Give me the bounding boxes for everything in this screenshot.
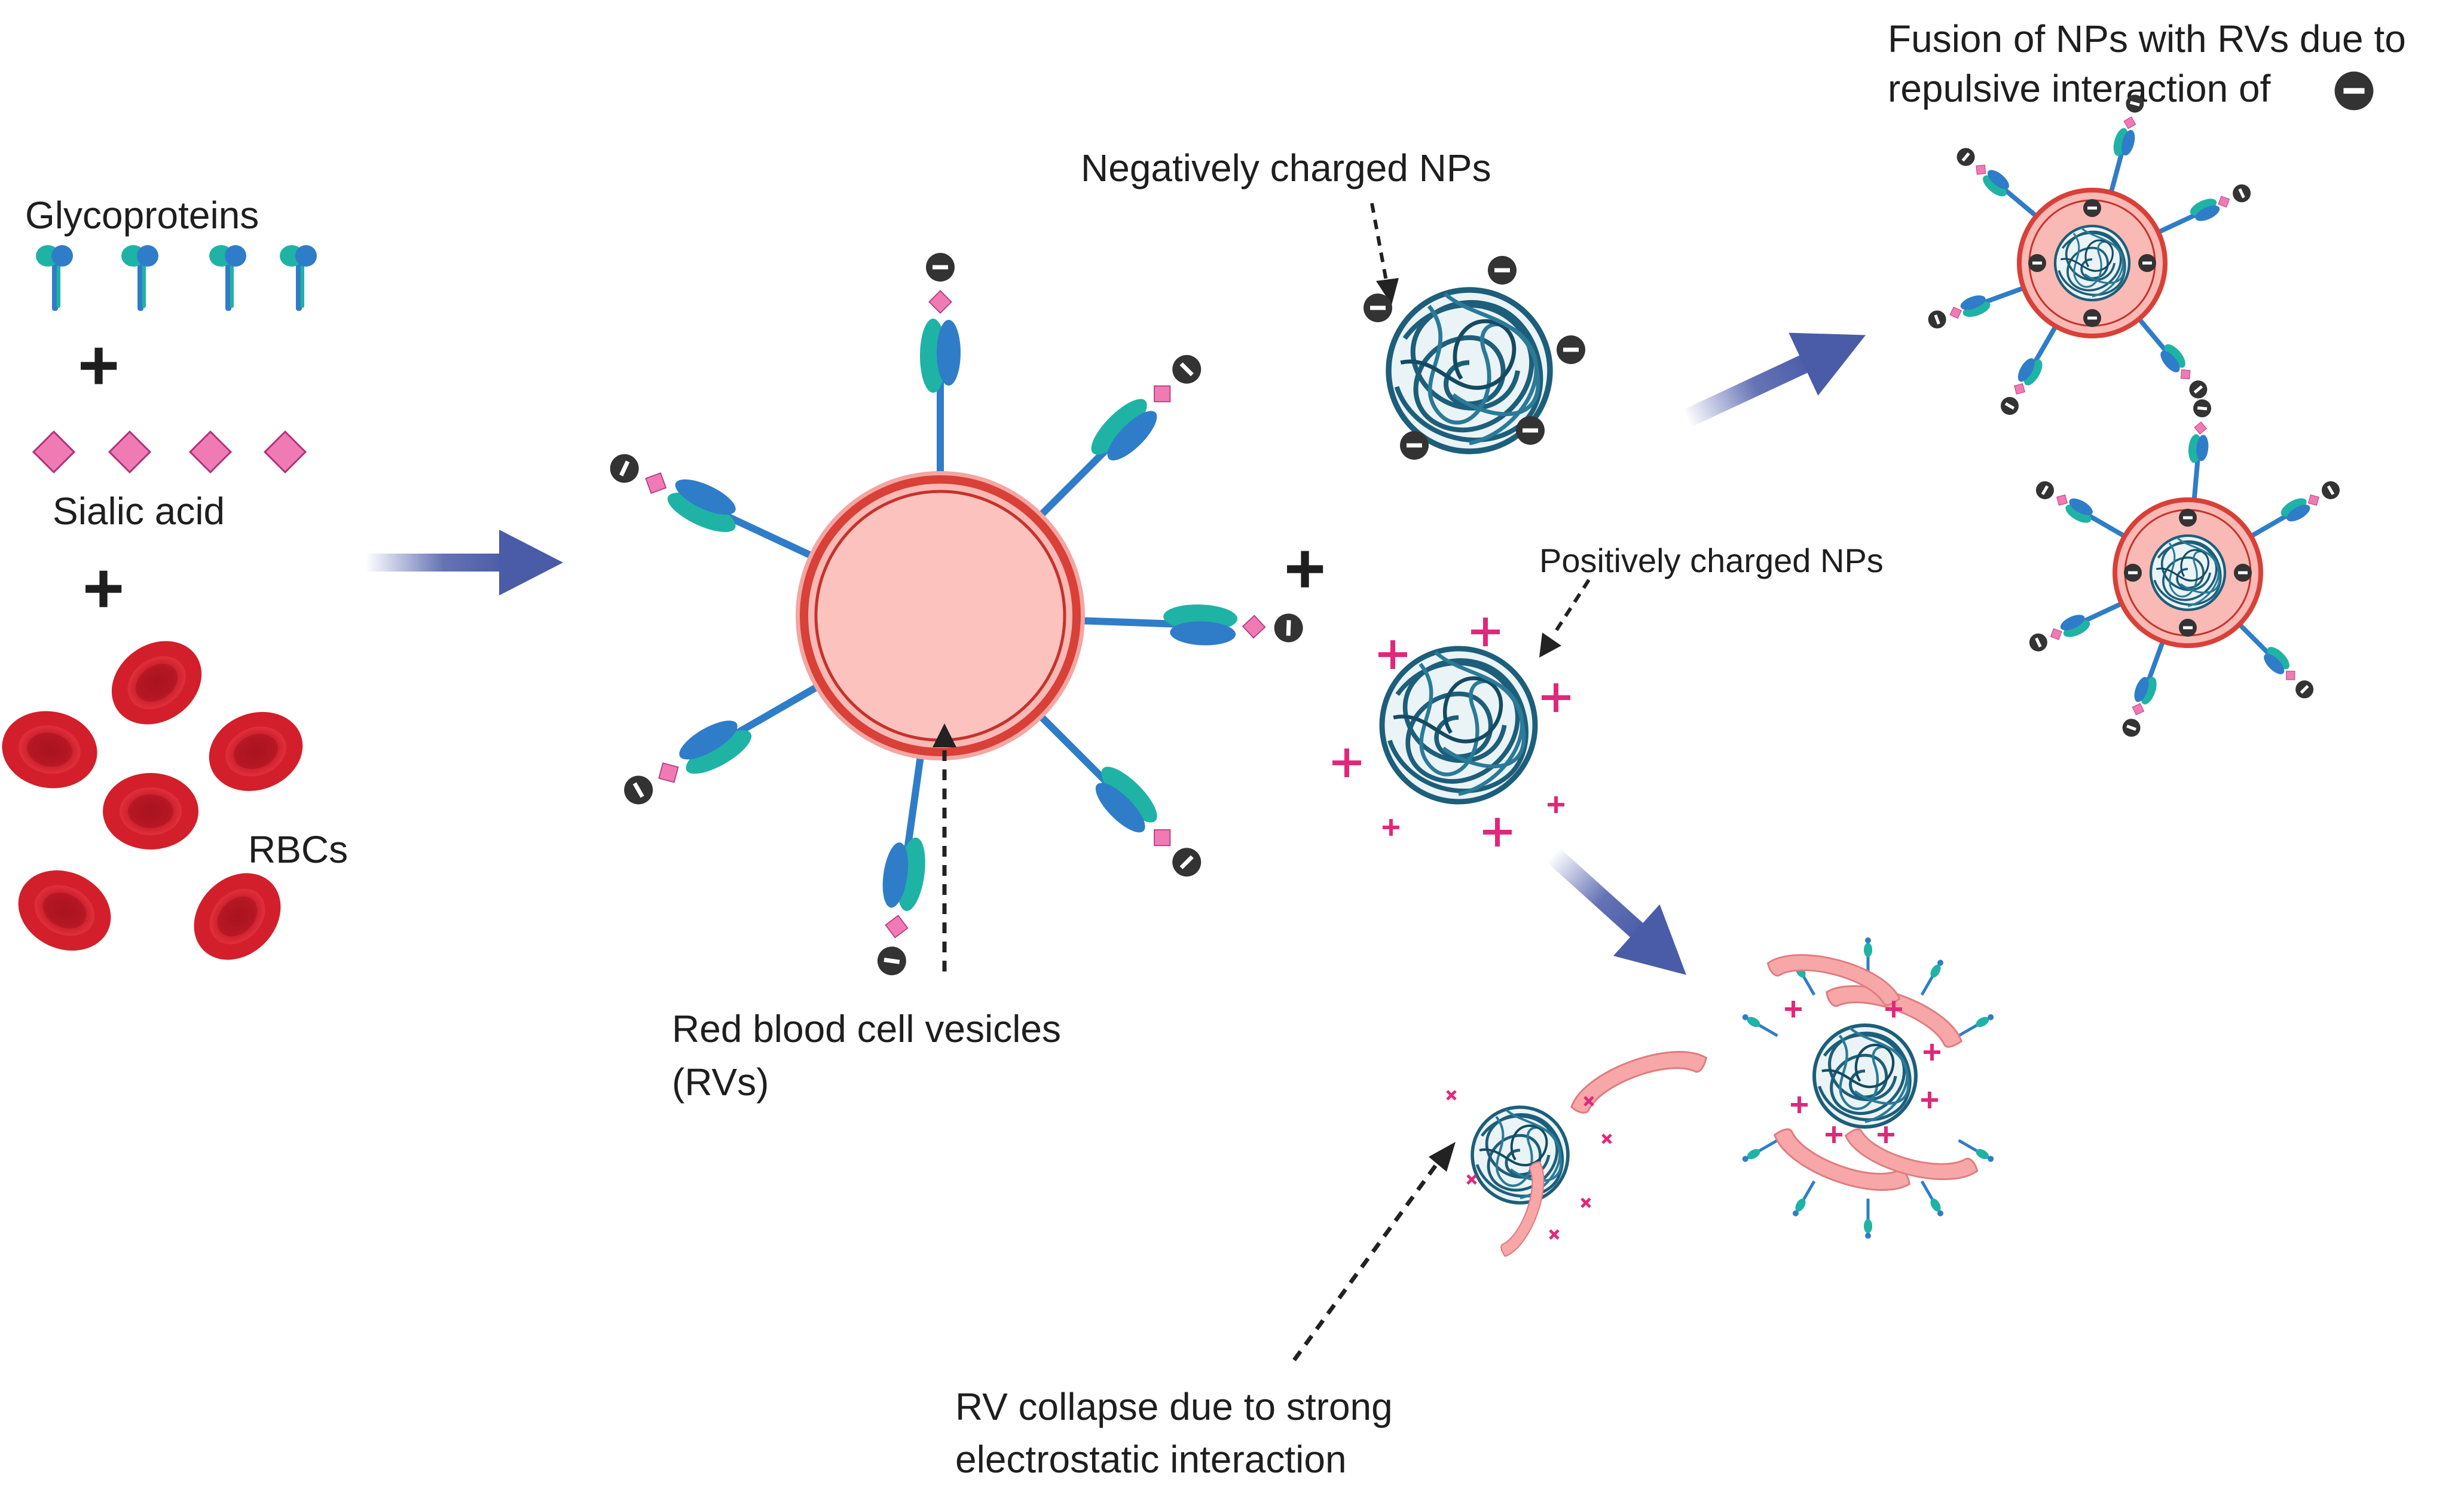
- rbcs-label: RBCs: [248, 828, 348, 871]
- arrow-to-vesicle: [366, 530, 563, 595]
- collapse-pointer-arrow: [1292, 1142, 1456, 1362]
- fusion-label-minus-icon: [2334, 71, 2374, 111]
- rv-pointer-arrow: [933, 723, 956, 971]
- rv-label-line1: Red blood cell vesicles: [672, 1007, 1061, 1050]
- fusion-label-line1: Fusion of NPs with RVs due to: [1888, 17, 2406, 60]
- arrow-to-fusion: [1683, 332, 1866, 427]
- glycoprotein-icons: [36, 245, 317, 311]
- rv-label-line2: (RVs): [672, 1061, 769, 1104]
- neg-np-pointer: [1370, 203, 1399, 305]
- positive-nps-label: Positively charged NPs: [1539, 542, 1884, 579]
- collapse-label-line2: electrostatic interaction: [955, 1438, 1347, 1481]
- rbc-icons: [0, 624, 314, 977]
- sialic-acid-icons: [32, 430, 307, 473]
- fused-vesicle-1: [1925, 93, 2254, 419]
- glycoproteins-label: Glycoproteins: [25, 194, 259, 237]
- fusion-label-line2: repulsive interaction of: [1888, 67, 2271, 110]
- negative-nps-label: Negatively charged NPs: [1081, 146, 1491, 190]
- plus-sign-2: +: [82, 548, 124, 628]
- negatively-charged-np: [1364, 256, 1585, 460]
- positively-charged-np: [1332, 618, 1570, 847]
- fused-vesicle-2: [2026, 399, 2344, 740]
- collapse-label-line1: RV collapse due to strong: [955, 1385, 1393, 1428]
- sialic-acid-label: Sialic acid: [53, 490, 225, 533]
- red-blood-cell-vesicle: [603, 253, 1304, 978]
- pos-np-pointer: [1539, 579, 1591, 658]
- plus-sign-1: +: [78, 325, 120, 405]
- arrow-to-collapse: [1546, 848, 1686, 975]
- plus-sign-3: +: [1284, 528, 1326, 609]
